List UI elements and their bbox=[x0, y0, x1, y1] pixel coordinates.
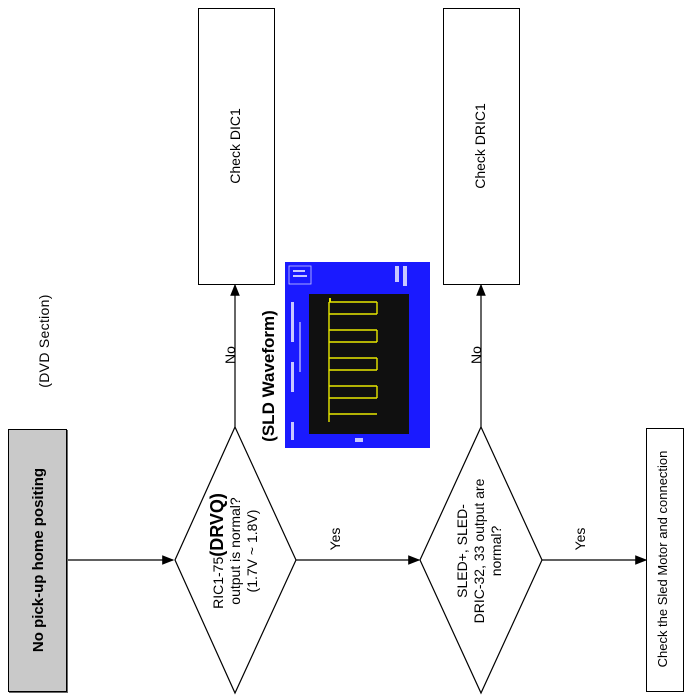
section-label: (DVD Section) bbox=[36, 294, 52, 388]
decision1-text: RIC1-75(DRVQ) output is normal? (1.7V ~ … bbox=[207, 471, 263, 631]
start-box: No pick-up home positing bbox=[8, 429, 67, 692]
decision2-line2: DRIC-32, 33 output are bbox=[471, 478, 487, 624]
final-label: Check the Sled Motor and connection bbox=[655, 450, 670, 668]
check-dic1-label: Check DIC1 bbox=[227, 108, 243, 184]
check-dic1-box: Check DIC1 bbox=[198, 8, 275, 285]
decision1-line3: (1.7V ~ 1.8V) bbox=[244, 509, 260, 593]
no-label-2: No bbox=[468, 346, 484, 364]
decision1-diamond bbox=[174, 425, 297, 695]
yes-label-2: Yes bbox=[572, 527, 588, 551]
decision2-diamond bbox=[419, 425, 543, 695]
waveform-caption: (SLD Waveform) bbox=[259, 310, 278, 442]
decision2-text: SLED+, SLED- DRIC-32, 33 output are norm… bbox=[454, 471, 508, 631]
decision1-line1: RIC1-75(DRVQ) bbox=[207, 493, 227, 609]
sld-waveform-image bbox=[285, 262, 430, 448]
decision2-line1: SLED+, SLED- bbox=[454, 504, 470, 598]
decision2-line3: normal? bbox=[488, 525, 504, 577]
start-label: No pick-up home positing bbox=[30, 467, 47, 653]
check-dric1-label: Check DRIC1 bbox=[472, 103, 488, 189]
yes-label-1: Yes bbox=[327, 527, 343, 551]
no-label-1: No bbox=[222, 346, 238, 364]
decision1-line2: output is normal? bbox=[227, 497, 243, 605]
check-dric1-box: Check DRIC1 bbox=[443, 8, 520, 285]
final-box: Check the Sled Motor and connection bbox=[646, 428, 684, 692]
